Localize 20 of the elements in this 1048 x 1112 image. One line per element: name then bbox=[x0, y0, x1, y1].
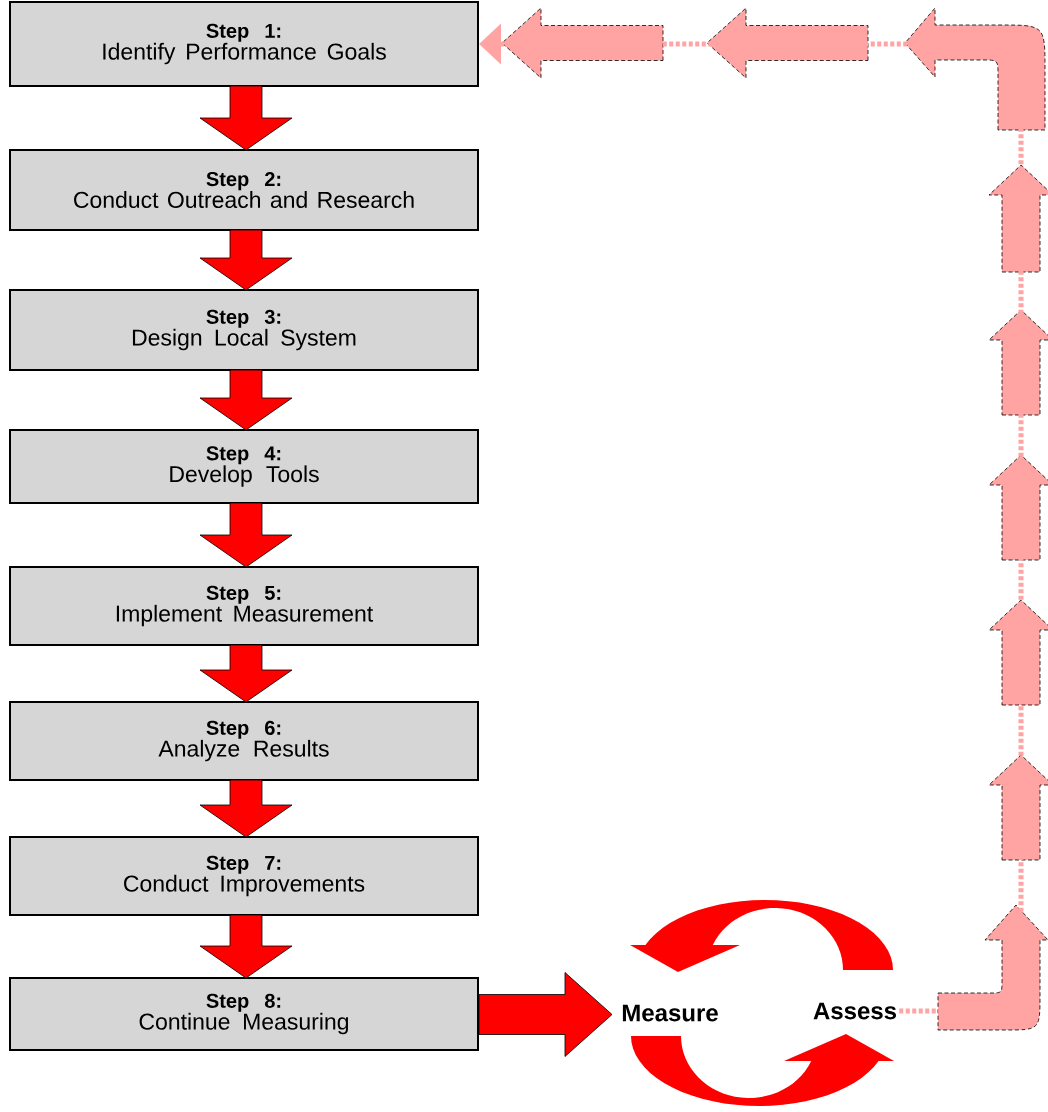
block-arrow bbox=[199, 779, 293, 838]
step-box: Step 8: Continue Measuring bbox=[9, 977, 479, 1051]
step-box: Step 3: Design Local System bbox=[9, 289, 479, 371]
step-box: Step 6: Analyze Results bbox=[9, 701, 479, 781]
step-box: Step 4: Develop Tools bbox=[9, 429, 479, 504]
step-box: Step 5: Implement Measurement bbox=[9, 566, 479, 646]
cycle-label: Assess bbox=[813, 1002, 897, 1020]
curved-arrow bbox=[631, 1034, 894, 1106]
step-box: Step 7: Conduct Improvements bbox=[9, 836, 479, 916]
block-arrow bbox=[199, 914, 293, 979]
block-arrow bbox=[199, 644, 293, 703]
block-arrow bbox=[199, 502, 293, 568]
curved-arrow bbox=[630, 900, 893, 972]
step-box: Step 2: Conduct Outreach and Research bbox=[9, 149, 479, 231]
step-box: Step 1: Identify Performance Goals bbox=[9, 1, 479, 87]
block-arrow bbox=[199, 229, 293, 291]
cycle-label: Measure bbox=[622, 1004, 718, 1022]
block-arrow bbox=[199, 85, 293, 151]
block-arrow bbox=[478, 972, 613, 1057]
block-arrow bbox=[199, 369, 293, 431]
